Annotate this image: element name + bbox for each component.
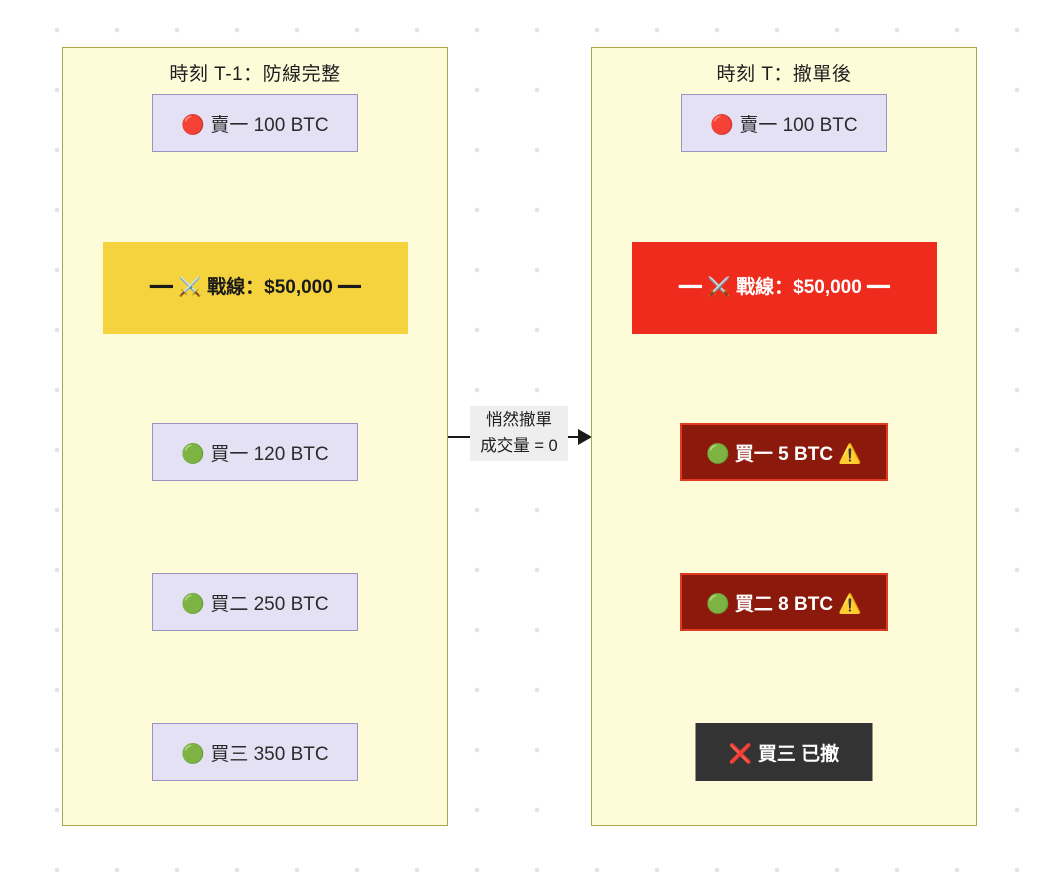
battle-line-intact: ━━ ⚔️ 戰線：$50,000 ━━: [103, 242, 408, 334]
battle-line-broken: ━━ ⚔️ 戰線：$50,000 ━━: [632, 242, 937, 334]
left-order-buy-3: 🟢 買三 350 BTC: [152, 723, 358, 781]
panel-title-right: 時刻 T：撤單後: [716, 64, 852, 85]
right-order-sell-1: 🔴 賣一 100 BTC: [681, 94, 887, 152]
transition-arrow-label: 悄然撤單 成交量 = 0: [470, 406, 568, 462]
panel-time-t: 時刻 T：撤單後 🔴 賣一 100 BTC ━━ ⚔️ 戰線：$50,000 ━…: [591, 47, 977, 826]
left-order-buy-1: 🟢 買一 120 BTC: [152, 423, 358, 481]
panel-time-t-minus-1: 時刻 T-1：防線完整 🔴 賣一 100 BTC ━━ ⚔️ 戰線：$50,00…: [62, 47, 448, 826]
panel-title-left: 時刻 T-1：防線完整: [169, 64, 341, 85]
arrow-label-line-1: 悄然撤單: [486, 411, 552, 429]
arrow-label-line-2: 成交量 = 0: [480, 436, 558, 455]
right-order-buy-2: 🟢 買二 8 BTC ⚠️: [680, 573, 888, 631]
transition-arrow-head: [578, 429, 592, 445]
right-order-buy-3-cancelled: ❌ 買三 已撤: [695, 723, 873, 781]
left-order-buy-2: 🟢 買二 250 BTC: [152, 573, 358, 631]
right-order-buy-1: 🟢 買一 5 BTC ⚠️: [680, 423, 888, 481]
left-order-sell-1: 🔴 賣一 100 BTC: [152, 94, 358, 152]
